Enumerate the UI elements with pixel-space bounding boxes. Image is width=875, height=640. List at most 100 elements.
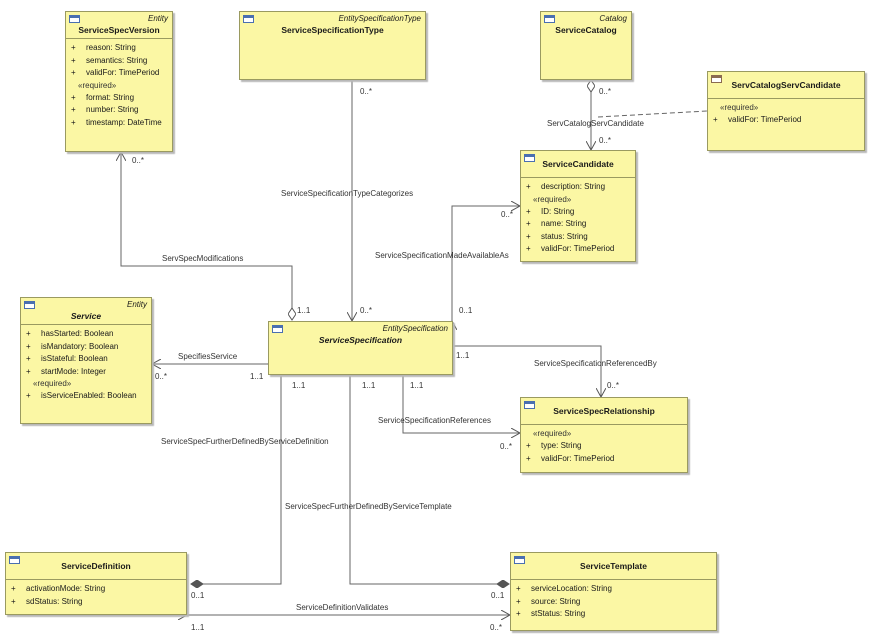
- attribute: isStateful: Boolean: [41, 354, 108, 363]
- class-name: ServiceDefinition: [61, 561, 131, 571]
- multiplicity: 1..1: [456, 351, 470, 360]
- class-name: ServiceCatalog: [555, 25, 617, 35]
- multiplicity: 0..*: [155, 372, 168, 381]
- attribute: isServiceEnabled: Boolean: [41, 391, 137, 400]
- plus-sign: +: [11, 584, 16, 593]
- class-icon: [243, 15, 254, 23]
- plus-sign: +: [26, 391, 31, 400]
- required-label: «required»: [33, 379, 72, 388]
- plus-sign: +: [71, 105, 76, 114]
- assoc-label-by-template: ServiceSpecFurtherDefinedByServiceTempla…: [285, 502, 452, 511]
- stereotype: Entity: [147, 14, 168, 23]
- attribute: format: String: [86, 92, 135, 102]
- stereotype: EntitySpecificationType: [338, 14, 421, 23]
- class-icon: [524, 401, 535, 409]
- class-serv-catalog-serv-candidate[interactable]: ServCatalogServCandidate «required» +val…: [707, 71, 865, 151]
- class-name: ServiceCandidate: [542, 159, 614, 169]
- class-service-template[interactable]: ServiceTemplate + serviceLocation: String…: [510, 552, 717, 631]
- plus-sign: +: [713, 115, 718, 124]
- attribute: name: String: [541, 219, 587, 228]
- assoc-label-referenced-by: ServiceSpecificationReferencedBy: [534, 359, 657, 368]
- class-icon: [9, 556, 20, 564]
- attribute: source: String: [531, 596, 581, 606]
- class-name: ServiceTemplate: [580, 561, 647, 571]
- line-association-class: [597, 110, 708, 118]
- class-service-spec-relationship[interactable]: ServiceSpecRelationship «required» +type…: [520, 397, 688, 473]
- class-service-definition[interactable]: ServiceDefinition + activationMode: Strin…: [5, 552, 187, 615]
- multiplicity: 0..*: [599, 136, 612, 145]
- multiplicity: 0..*: [360, 87, 373, 96]
- class-icon: [514, 556, 525, 564]
- multiplicity: 0..*: [132, 156, 145, 165]
- multiplicity: 0..*: [599, 87, 612, 96]
- association-class-icon: [711, 75, 722, 83]
- plus-sign: +: [526, 244, 531, 253]
- multiplicity: 1..1: [297, 306, 311, 315]
- multiplicity: 1..1: [250, 372, 264, 381]
- multiplicity: 0..1: [191, 591, 205, 600]
- plus-sign: +: [11, 596, 16, 606]
- attribute: validFor: TimePeriod: [86, 68, 160, 77]
- stereotype: EntitySpecification: [382, 324, 448, 333]
- attribute: validFor: TimePeriod: [541, 453, 615, 463]
- assoc-label-specifies-service: SpecifiesService: [178, 352, 238, 361]
- line-made-available: [452, 206, 520, 321]
- plus-sign: +: [516, 609, 521, 618]
- attribute: reason: String: [86, 43, 136, 52]
- class-service-specification-type[interactable]: EntitySpecificationType ServiceSpecifica…: [239, 11, 426, 80]
- plus-sign: +: [71, 117, 76, 127]
- required-label: «required»: [533, 194, 572, 204]
- plus-sign: +: [26, 354, 31, 363]
- plus-sign: +: [526, 441, 531, 450]
- class-name: ServiceSpecRelationship: [553, 406, 655, 416]
- plus-sign: +: [26, 329, 31, 338]
- plus-sign: +: [516, 584, 521, 593]
- class-service[interactable]: Entity Service +hasStarted: Boolean +isM…: [20, 297, 152, 424]
- plus-sign: +: [526, 219, 531, 228]
- multiplicity: 0..*: [490, 623, 503, 632]
- class-service-candidate[interactable]: ServiceCandidate + description: String «r…: [520, 150, 636, 262]
- attribute: sdStatus: String: [26, 596, 83, 606]
- assoc-label-by-definition: ServiceSpecFurtherDefinedByServiceDefini…: [161, 437, 329, 446]
- attribute: stStatus: String: [531, 609, 586, 618]
- class-service-spec-version[interactable]: Entity ServiceSpecVersion + reason: Strin…: [65, 11, 173, 152]
- plus-sign: +: [71, 92, 76, 102]
- attribute: hasStarted: Boolean: [41, 329, 114, 338]
- class-service-catalog[interactable]: Catalog ServiceCatalog: [540, 11, 632, 80]
- multiplicity: 1..1: [191, 623, 205, 632]
- class-icon: [272, 325, 283, 333]
- class-service-specification[interactable]: EntitySpecification ServiceSpecification: [268, 321, 453, 375]
- plus-sign: +: [71, 55, 76, 65]
- plus-sign: +: [26, 341, 31, 351]
- multiplicity: 1..1: [292, 381, 306, 390]
- attribute: serviceLocation: String: [531, 584, 612, 593]
- class-icon: [24, 301, 35, 309]
- attribute: timestamp: DateTime: [86, 117, 162, 127]
- line-referenced-by: [453, 346, 601, 397]
- assoc-label-made-available: ServiceSpecificationMadeAvailableAs: [375, 251, 509, 260]
- assoc-label-definition-validates: ServiceDefinitionValidates: [296, 603, 389, 612]
- multiplicity: 0..1: [459, 306, 473, 315]
- multiplicity: 0..*: [501, 210, 514, 219]
- line-by-template: [350, 375, 497, 584]
- attribute: validFor: TimePeriod: [541, 244, 615, 253]
- assoc-label-catalog-candidate: ServCatalogServCandidate: [547, 119, 644, 128]
- class-icon: [524, 154, 535, 162]
- class-name: ServiceSpecVersion: [78, 25, 160, 35]
- plus-sign: +: [526, 206, 531, 216]
- assoc-label-type-categorizes: ServiceSpecificationTypeCategorizes: [281, 189, 414, 198]
- multiplicity: 1..1: [362, 381, 376, 390]
- plus-sign: +: [71, 43, 76, 52]
- plus-sign: +: [516, 596, 521, 606]
- class-name: ServiceSpecificationType: [281, 25, 384, 35]
- attribute: description: String: [541, 182, 606, 191]
- attribute: activationMode: String: [26, 584, 106, 593]
- multiplicity: 1..1: [410, 381, 424, 390]
- assoc-label-references: ServiceSpecificationReferences: [378, 416, 491, 425]
- plus-sign: +: [526, 231, 531, 241]
- stereotype: Catalog: [599, 14, 627, 23]
- plus-sign: +: [26, 366, 31, 376]
- attribute: type: String: [541, 441, 582, 450]
- attribute: status: String: [541, 231, 588, 241]
